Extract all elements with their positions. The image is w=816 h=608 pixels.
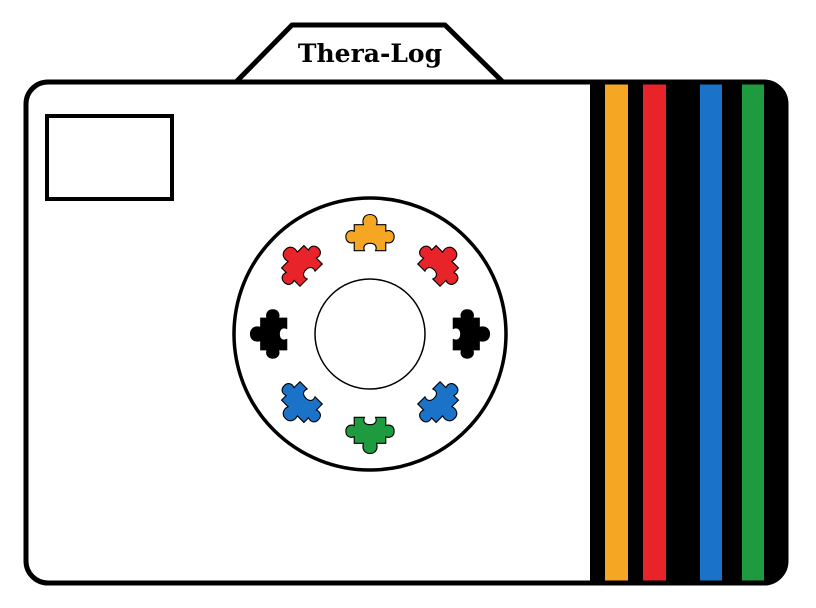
lens-inner-circle — [314, 278, 426, 390]
camera-title: Thera-Log — [298, 39, 442, 68]
stripe-green — [742, 82, 764, 583]
viewfinder-window — [45, 114, 174, 201]
camera-body-outline — [23, 79, 789, 586]
stripe-panel — [590, 82, 786, 583]
stripe-orange — [605, 82, 628, 583]
stripe-red — [643, 82, 666, 583]
stripe-blue — [700, 82, 722, 583]
